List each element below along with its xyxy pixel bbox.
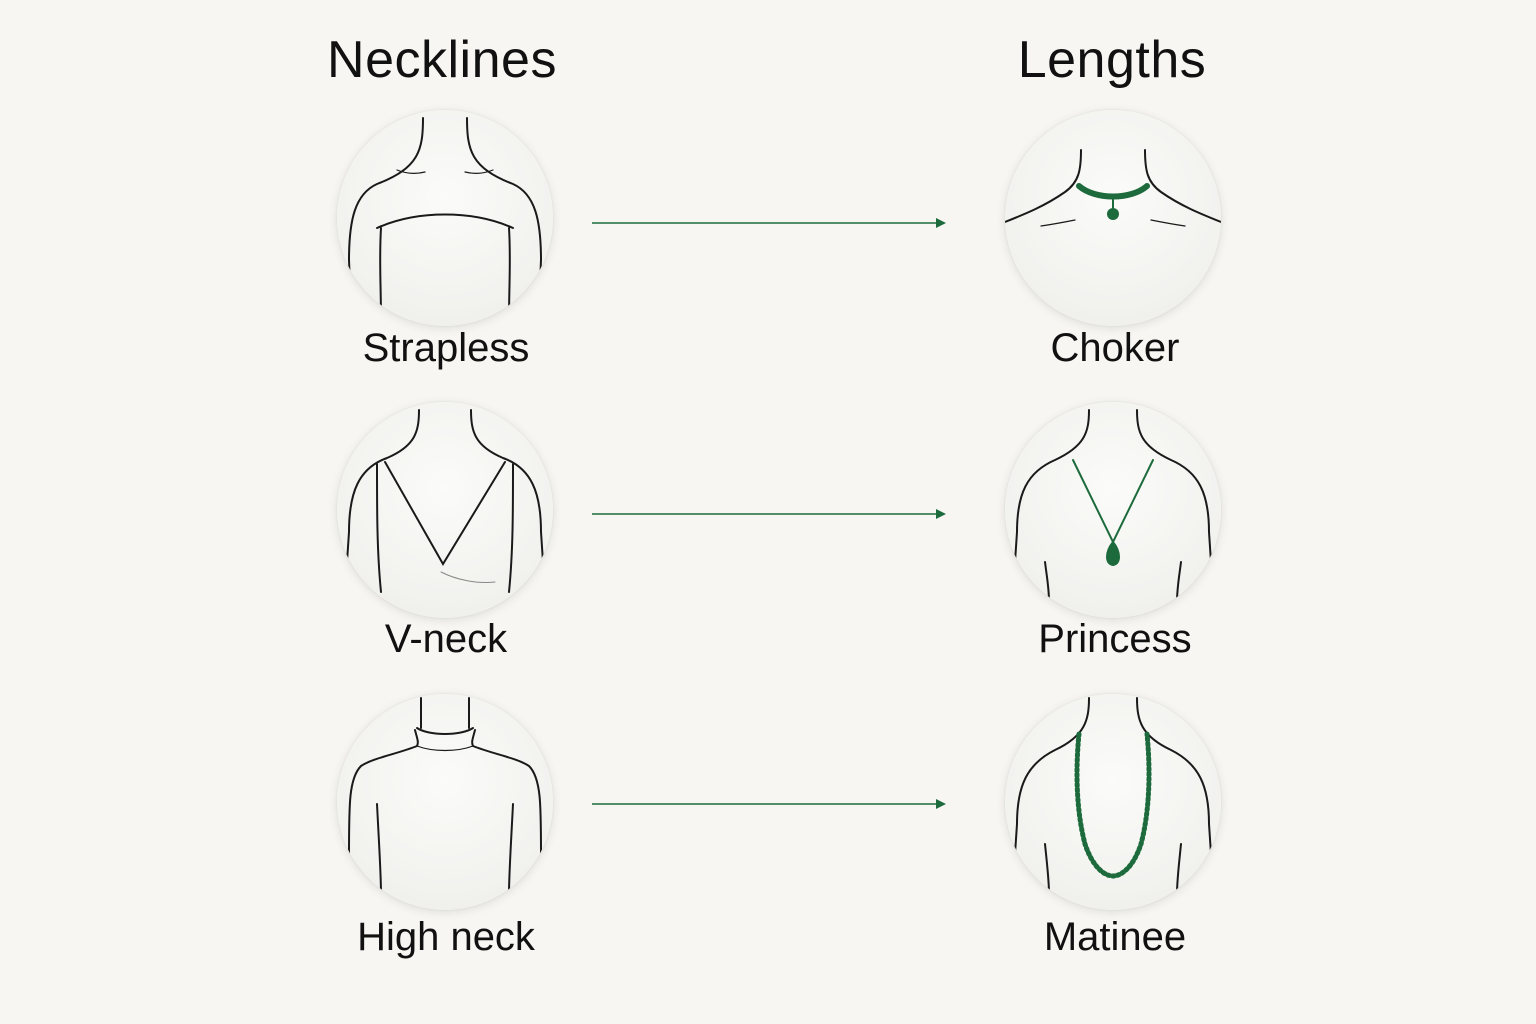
neckline-label-v-neck: V-neck <box>384 617 508 661</box>
length-label-choker: Choker <box>1050 326 1180 370</box>
matinee-necklace-icon <box>1005 694 1221 910</box>
necklines-heading: Necklines <box>327 31 557 89</box>
arrow-icon <box>592 218 946 228</box>
lengths-heading: Lengths <box>1017 31 1207 89</box>
high-neck-neckline-icon <box>337 694 553 910</box>
length-label-matinee: Matinee <box>1043 915 1187 959</box>
arrow-icon <box>592 799 946 809</box>
neckline-label-strapless: Strapless <box>362 326 530 370</box>
neckline-label-high-neck: High neck <box>357 915 535 959</box>
choker-necklace-icon <box>1005 110 1221 326</box>
strapless-neckline-icon <box>337 110 553 326</box>
v-neck-neckline-icon <box>337 402 553 618</box>
princess-necklace-icon <box>1005 402 1221 618</box>
length-label-princess: Princess <box>1038 617 1192 661</box>
arrow-icon <box>592 509 946 519</box>
